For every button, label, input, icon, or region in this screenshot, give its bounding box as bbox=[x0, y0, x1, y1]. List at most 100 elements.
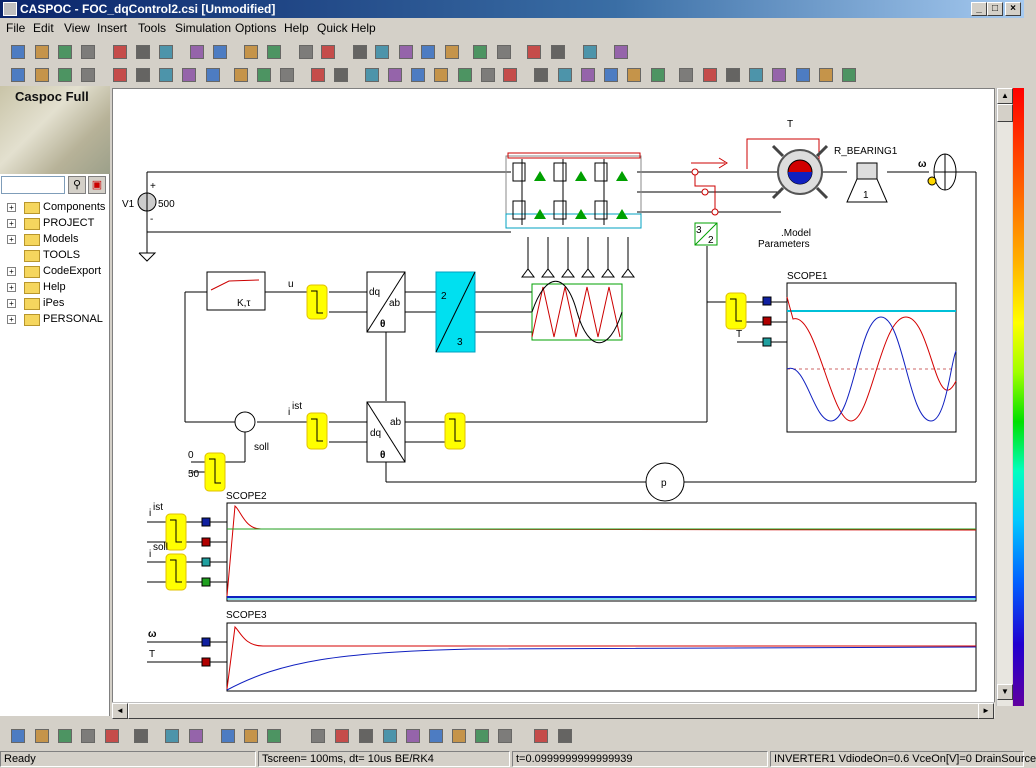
paint-button[interactable] bbox=[264, 725, 284, 747]
save-button[interactable] bbox=[55, 42, 75, 62]
expand-icon[interactable]: + bbox=[7, 283, 16, 292]
step-back-button[interactable] bbox=[380, 725, 400, 747]
tree-item-ipes[interactable]: +iPes bbox=[4, 296, 110, 312]
expand-icon[interactable]: + bbox=[7, 267, 16, 276]
menu-help[interactable]: Help bbox=[284, 21, 309, 35]
back-button[interactable] bbox=[403, 725, 423, 747]
align-left-button[interactable] bbox=[110, 65, 130, 85]
image-button[interactable] bbox=[218, 725, 238, 747]
component2-button[interactable] bbox=[580, 42, 600, 62]
maximize-button[interactable]: □ bbox=[987, 2, 1003, 16]
print-button[interactable] bbox=[78, 42, 98, 62]
scope1[interactable] bbox=[786, 282, 957, 433]
last-button[interactable] bbox=[495, 725, 515, 747]
tree-item-help[interactable]: +Help bbox=[4, 280, 110, 296]
expand-icon[interactable]: + bbox=[7, 203, 16, 212]
app-icon[interactable] bbox=[3, 2, 17, 16]
copy2-button[interactable] bbox=[555, 725, 575, 747]
vars-button[interactable] bbox=[8, 725, 28, 747]
load-fan-icon[interactable] bbox=[927, 153, 957, 191]
probe-button[interactable] bbox=[700, 65, 720, 85]
counter-123-button[interactable] bbox=[478, 65, 498, 85]
paste-button[interactable] bbox=[156, 42, 176, 62]
filter-button[interactable] bbox=[203, 65, 223, 85]
list-button[interactable] bbox=[32, 725, 52, 747]
expand-icon[interactable]: + bbox=[7, 299, 16, 308]
panel3-button[interactable] bbox=[816, 65, 836, 85]
inverter-block[interactable] bbox=[505, 152, 642, 278]
arrow-right-button[interactable] bbox=[470, 42, 490, 62]
vertical-scrollbar[interactable]: ▲ ▼ bbox=[996, 88, 1013, 706]
target-button[interactable] bbox=[676, 65, 696, 85]
layout1-button[interactable] bbox=[162, 725, 182, 747]
text-abc-button[interactable] bbox=[331, 65, 351, 85]
capacitor-button[interactable] bbox=[494, 42, 514, 62]
align-dist-button[interactable] bbox=[179, 65, 199, 85]
globe-button[interactable] bbox=[231, 65, 251, 85]
scroll-up-button[interactable]: ▲ bbox=[997, 88, 1013, 104]
position-sensor-p[interactable] bbox=[645, 462, 685, 502]
run-button[interactable] bbox=[241, 42, 261, 62]
pause-button[interactable] bbox=[264, 42, 284, 62]
measure-button[interactable] bbox=[372, 42, 392, 62]
grid-button[interactable] bbox=[78, 725, 98, 747]
layout2-button[interactable] bbox=[186, 725, 206, 747]
menu-file[interactable]: File bbox=[6, 21, 26, 35]
first-button[interactable] bbox=[332, 725, 352, 747]
schematic-drawing[interactable]: V1 500 + - bbox=[113, 89, 996, 707]
tree-item-project[interactable]: +PROJECT bbox=[4, 216, 110, 232]
zoom-height-button[interactable] bbox=[78, 65, 98, 85]
zoom-100-button[interactable] bbox=[8, 65, 28, 85]
panel1-button[interactable] bbox=[769, 65, 789, 85]
align-right-button[interactable] bbox=[156, 65, 176, 85]
scroll-down-button[interactable]: ▼ bbox=[997, 684, 1013, 700]
export-button[interactable] bbox=[548, 42, 568, 62]
schematic-canvas[interactable]: V1 500 + - bbox=[112, 88, 995, 706]
scroll-left-button[interactable]: ◄ bbox=[112, 703, 128, 719]
expand-icon[interactable]: + bbox=[7, 219, 16, 228]
summing-junction[interactable] bbox=[234, 411, 256, 433]
help-button[interactable] bbox=[611, 42, 631, 62]
open-button[interactable] bbox=[32, 42, 52, 62]
counter-button[interactable] bbox=[55, 725, 75, 747]
library-button[interactable] bbox=[296, 42, 316, 62]
tools-button[interactable] bbox=[500, 65, 520, 85]
filter-icon[interactable]: ▣ bbox=[88, 176, 106, 194]
rewind-button[interactable] bbox=[356, 725, 376, 747]
list-view-button[interactable] bbox=[746, 65, 766, 85]
menu-insert[interactable]: Insert bbox=[97, 21, 128, 35]
tree-item-models[interactable]: +Models bbox=[4, 232, 110, 248]
arrow-button[interactable] bbox=[408, 65, 428, 85]
voltage-source-v1[interactable] bbox=[137, 192, 157, 262]
component-button[interactable] bbox=[524, 42, 544, 62]
menu-options[interactable]: Options bbox=[235, 21, 277, 35]
node-button[interactable] bbox=[385, 65, 405, 85]
redo-button[interactable] bbox=[210, 42, 230, 62]
align-center-button[interactable] bbox=[133, 65, 153, 85]
pen-button[interactable] bbox=[308, 65, 328, 85]
zoom-button[interactable] bbox=[442, 42, 462, 62]
block-button[interactable] bbox=[455, 65, 475, 85]
scope2[interactable] bbox=[226, 502, 977, 602]
truck-button[interactable] bbox=[723, 65, 743, 85]
pwm-modulator[interactable] bbox=[531, 281, 623, 343]
step-button[interactable] bbox=[449, 725, 469, 747]
library-search-input[interactable] bbox=[1, 176, 65, 194]
undo-button[interactable] bbox=[187, 42, 207, 62]
cpu-button[interactable] bbox=[102, 725, 122, 747]
cut-button[interactable] bbox=[110, 42, 130, 62]
tree-item-components[interactable]: +Components bbox=[4, 200, 110, 216]
forward-button[interactable] bbox=[472, 725, 492, 747]
tree-item-tools[interactable]: TOOLS bbox=[4, 248, 110, 264]
color-button[interactable] bbox=[601, 65, 621, 85]
tree-item-codeexport[interactable]: +CodeExport bbox=[4, 264, 110, 280]
play-button[interactable] bbox=[426, 725, 446, 747]
close-button[interactable]: × bbox=[1005, 2, 1021, 16]
list-button[interactable] bbox=[396, 42, 416, 62]
zoom-width-button[interactable] bbox=[55, 65, 75, 85]
refresh-g-button[interactable] bbox=[131, 725, 151, 747]
settings-button[interactable] bbox=[418, 42, 438, 62]
horizontal-scroll-thumb[interactable] bbox=[128, 703, 988, 719]
ab-to-dq-transform[interactable] bbox=[366, 401, 406, 463]
crosshair-button[interactable] bbox=[531, 65, 551, 85]
